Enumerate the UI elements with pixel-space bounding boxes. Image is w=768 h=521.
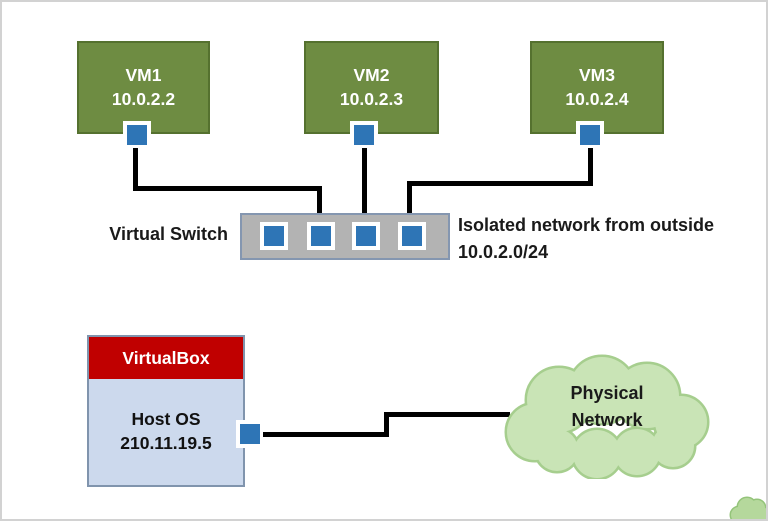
vm1-ip: 10.0.2.2 — [111, 88, 176, 109]
virtualbox-title: VirtualBox — [89, 337, 243, 379]
vm1-nic-port-icon — [123, 121, 151, 149]
vm3-name: VM3 — [579, 64, 615, 85]
vm1-box: VM1 10.0.2.2 — [77, 41, 210, 134]
physical-network-label: Physical Network — [507, 380, 707, 434]
virtual-switch-box — [240, 213, 450, 260]
wire-vm3-drop — [588, 148, 593, 186]
switch-port-2-icon — [307, 222, 335, 250]
wire-host-riser — [384, 412, 389, 437]
switch-port-4-icon — [398, 222, 426, 250]
host-ip: 210.11.19.5 — [120, 433, 212, 453]
switch-port-3-icon — [352, 222, 380, 250]
wire-vm3-horizontal — [407, 181, 593, 186]
physical-network-label-line2: Network — [571, 410, 643, 430]
isolated-network-subnet: 10.0.2.0/24 — [458, 242, 549, 262]
vm3-ip: 10.0.2.4 — [565, 88, 629, 109]
switch-port-1-icon — [260, 222, 288, 250]
wire-vm3-to-switch — [407, 181, 412, 228]
physical-network-cloud-icon — [504, 354, 710, 479]
vm3-nic-port-icon — [576, 121, 604, 149]
vm2-nic-port-icon — [350, 121, 378, 149]
wire-vm2-to-switch — [362, 148, 367, 228]
wire-host-horizontal-2 — [384, 412, 510, 417]
wire-vm1-drop — [133, 148, 138, 191]
physical-network-label-line1: Physical — [570, 383, 644, 403]
wire-vm1-horizontal — [133, 186, 322, 191]
host-os-label: Host OS — [131, 409, 201, 430]
vm3-box: VM3 10.0.2.4 — [530, 41, 664, 134]
virtual-switch-label: Virtual Switch — [109, 224, 228, 244]
host-os-section: Host OS 210.11.19.5 — [89, 379, 243, 485]
isolated-network-note: Isolated network from outside 10.0.2.0/2… — [458, 212, 714, 266]
wire-host-horizontal-1 — [263, 432, 388, 437]
wire-vm1-to-switch — [317, 186, 322, 228]
virtualbox-host-box: VirtualBox Host OS 210.11.19.5 — [87, 335, 245, 487]
watermark-cloud-icon — [729, 496, 766, 519]
isolated-network-note-line1: Isolated network from outside — [458, 215, 715, 235]
vm2-name: VM2 — [353, 64, 390, 85]
vm2-ip: 10.0.2.3 — [339, 88, 404, 109]
vm1-name: VM1 — [125, 64, 162, 85]
host-nic-port-icon — [236, 420, 264, 448]
vm2-box: VM2 10.0.2.3 — [304, 41, 439, 134]
